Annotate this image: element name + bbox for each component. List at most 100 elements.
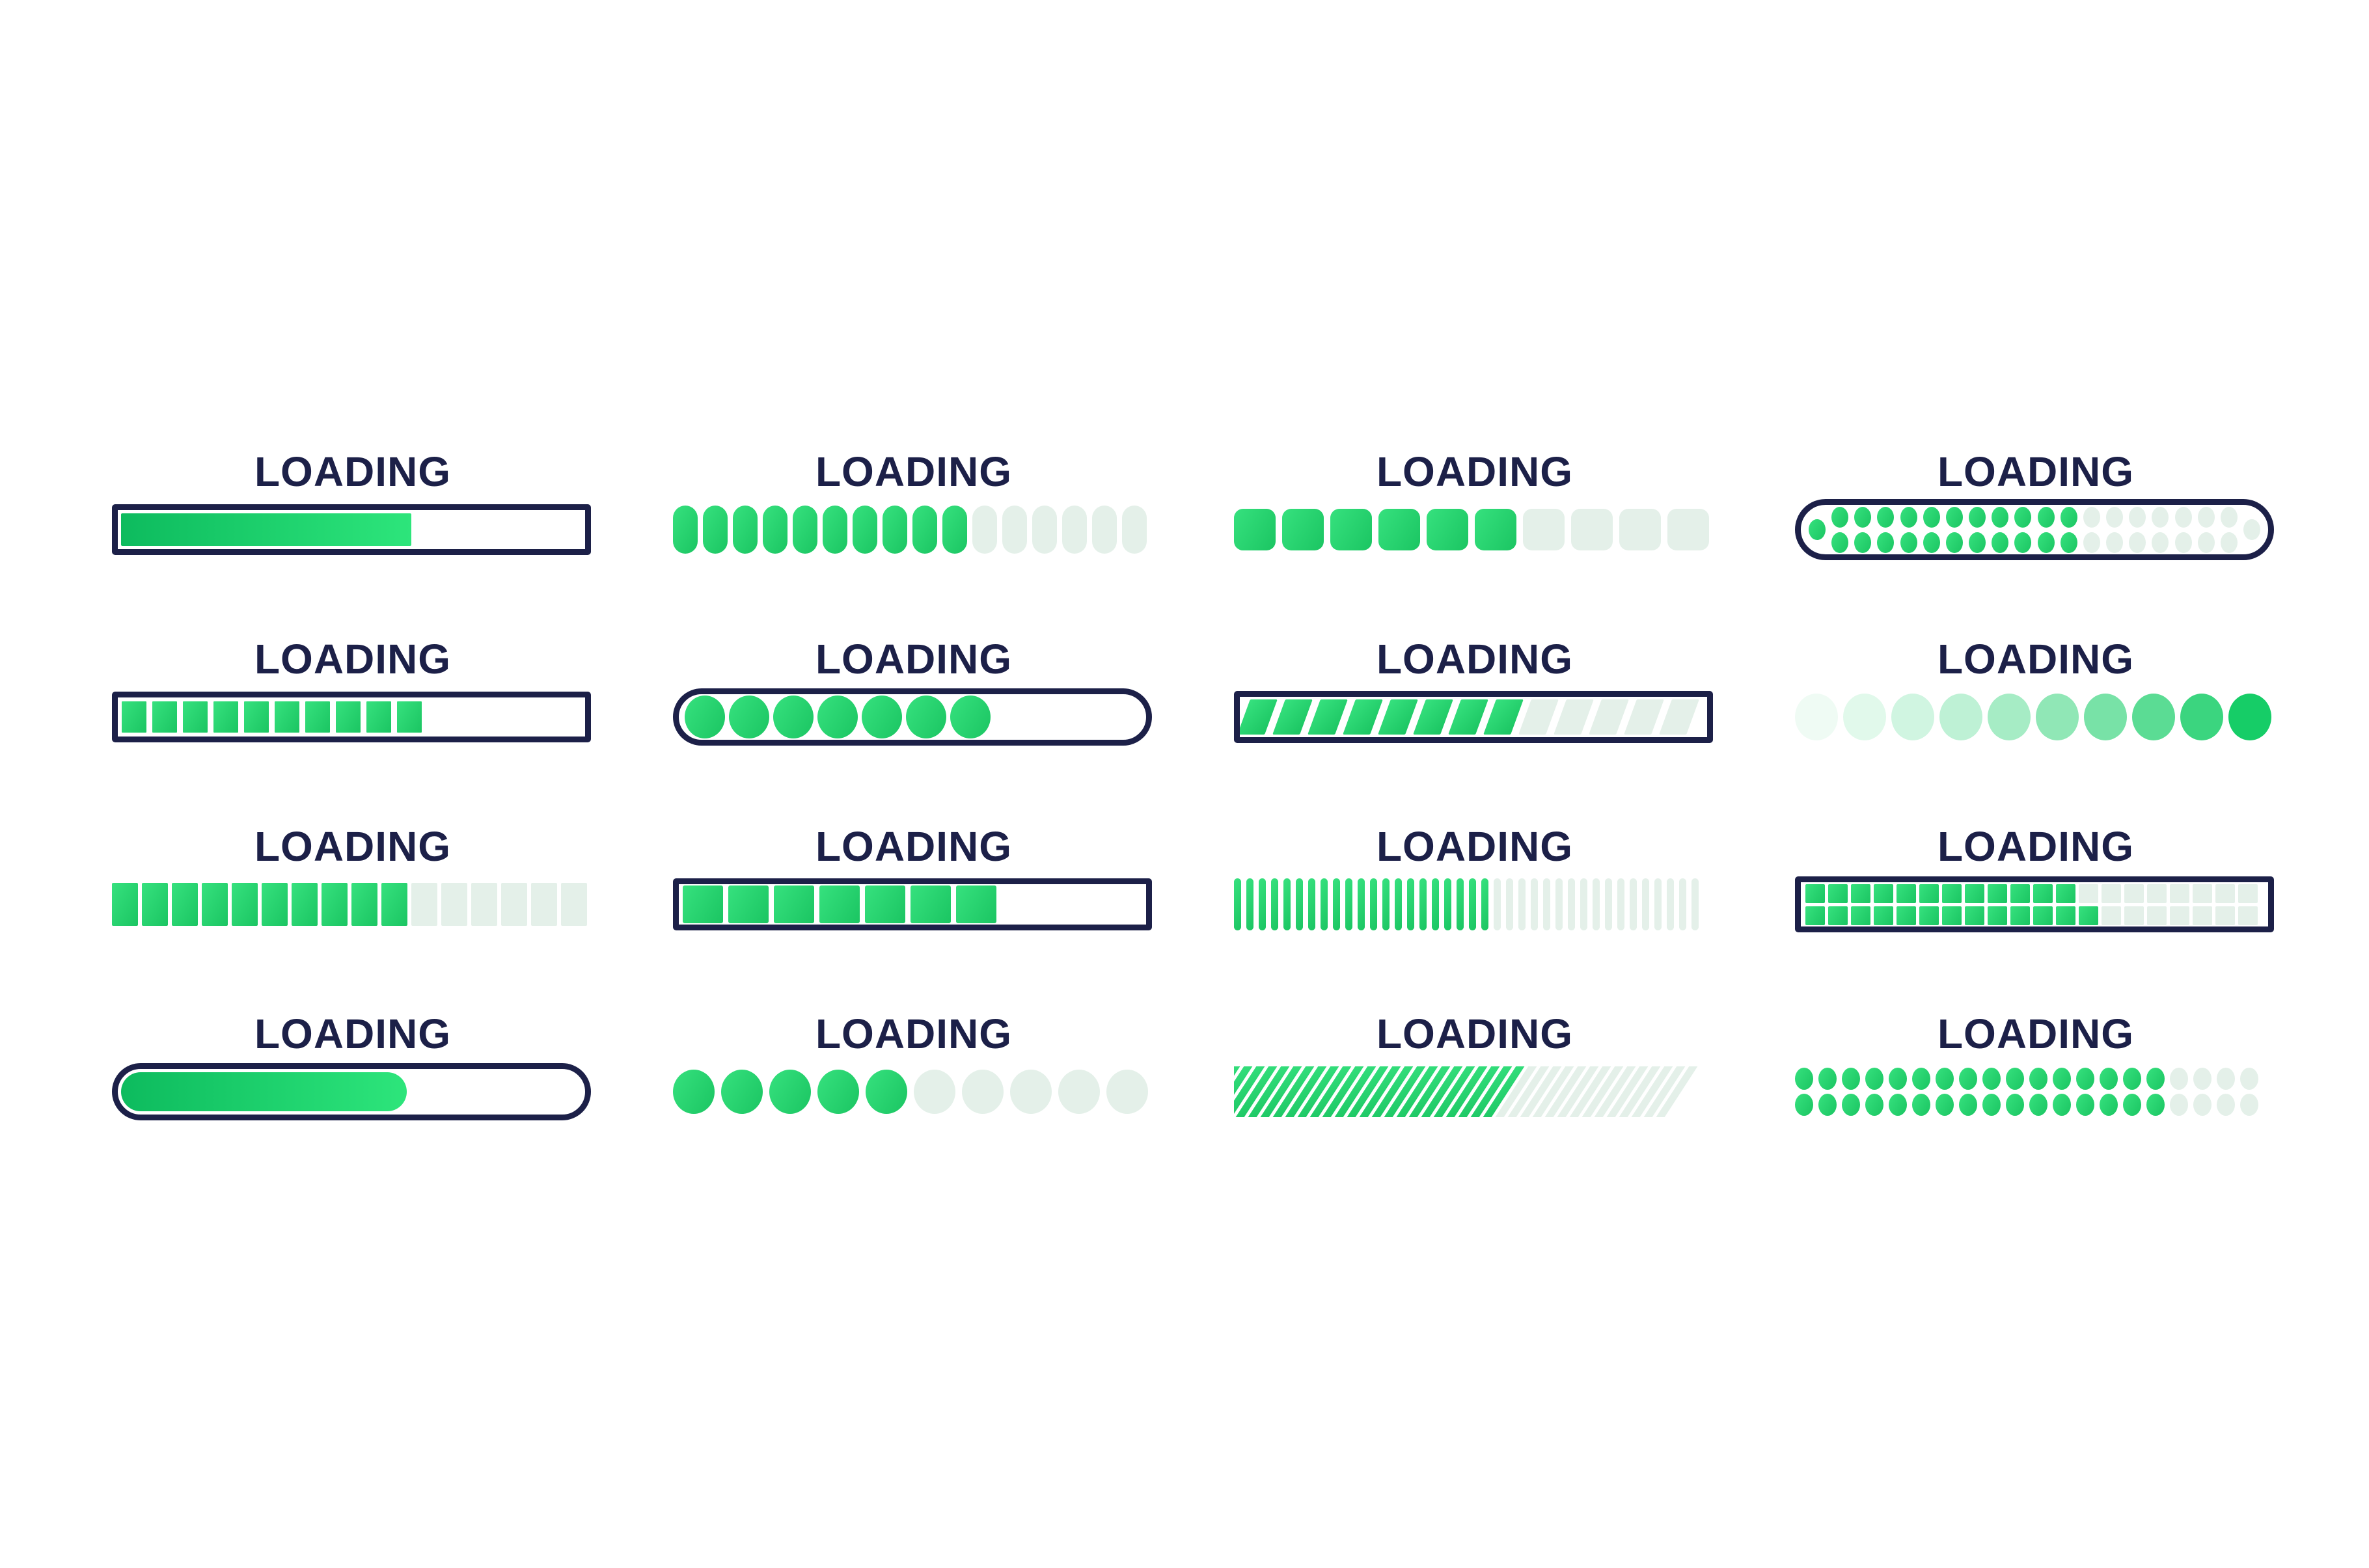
dot-column	[1923, 506, 1940, 553]
segment-filled	[1851, 906, 1870, 925]
segment-filled	[172, 883, 198, 926]
segment-filled	[942, 506, 967, 554]
loading-label: LOADING	[254, 1010, 452, 1057]
segment-filled	[1889, 1068, 1907, 1090]
segment-filled	[2029, 1094, 2047, 1116]
segment-empty	[2220, 532, 2238, 553]
segment-filled	[2010, 884, 2030, 903]
dot-matrix-pill-outlined-indicator	[1795, 497, 2277, 562]
segment-filled	[2060, 506, 2077, 528]
loading-label: LOADING	[1376, 636, 1574, 683]
segment-filled	[2056, 884, 2075, 903]
rounded-square-segments: LOADING	[1234, 449, 1716, 562]
dot-column	[1969, 506, 1986, 553]
segment-filled	[232, 883, 258, 926]
segment-empty	[2079, 884, 2098, 903]
segment-filled	[1969, 506, 1986, 528]
segment-filled	[1912, 1068, 1930, 1090]
segment-filled	[2033, 884, 2053, 903]
segment-empty	[1531, 878, 1538, 930]
dot-column	[2083, 506, 2100, 553]
segment-empty	[531, 883, 557, 926]
segment-filled	[366, 701, 391, 733]
diagonal-strokes-indicator	[1234, 1059, 1716, 1124]
segment-filled	[1321, 878, 1328, 930]
mini-square-grid-outlined-indicator	[1795, 872, 2277, 937]
segment-row	[1795, 1068, 2258, 1116]
segment-filled	[1942, 906, 1962, 925]
progress-track	[1795, 499, 2274, 560]
segment-empty	[972, 506, 997, 554]
segment-filled	[1407, 878, 1414, 930]
segment-filled	[2060, 532, 2077, 553]
loading-label: LOADING	[815, 823, 1013, 870]
segment-filled	[673, 1070, 715, 1114]
segment-row	[1234, 878, 1699, 930]
segment-empty	[2170, 906, 2189, 925]
segment-filled	[1988, 884, 2007, 903]
segment-filled	[866, 1070, 907, 1114]
thin-tick-bars-indicator	[1234, 872, 1716, 937]
segment-empty	[2240, 1094, 2258, 1116]
segment-filled	[1965, 884, 1984, 903]
segment-empty	[1605, 878, 1612, 930]
segment-empty	[561, 883, 587, 926]
segment-empty	[2217, 1094, 2235, 1116]
segment-filled	[1448, 699, 1488, 735]
segment-filled	[1234, 878, 1241, 930]
segment-row	[1234, 509, 1709, 550]
segment-empty	[2083, 506, 2100, 528]
segment-filled	[112, 883, 138, 926]
segment-filled	[2076, 1068, 2094, 1090]
loading-label: LOADING	[1937, 823, 2135, 870]
segment-filled	[1982, 1068, 2001, 1090]
segment-filled	[2006, 1094, 2024, 1116]
segment-filled	[853, 506, 877, 554]
segment-empty	[2170, 1068, 2188, 1090]
segment-empty	[2124, 884, 2144, 903]
dot-column	[2014, 506, 2032, 553]
fading-circles-indicator	[1795, 684, 2277, 750]
segment-filled	[1945, 506, 1963, 528]
segment-empty	[441, 883, 467, 926]
segment-filled	[1395, 878, 1402, 930]
progress-fill	[121, 513, 412, 546]
loading-label: LOADING	[254, 448, 452, 495]
segment-empty	[1543, 878, 1550, 930]
segment-filled	[1992, 506, 2009, 528]
segment-filled	[2123, 1068, 2141, 1090]
segment-filled	[733, 506, 758, 554]
big-square-bar-outlined: LOADING	[673, 824, 1155, 937]
fading-circle	[2084, 694, 2127, 740]
segment-filled	[1282, 509, 1324, 550]
loading-label: LOADING	[1937, 1010, 2135, 1057]
dot-column	[2106, 506, 2124, 553]
segment-filled	[911, 885, 951, 923]
segment-row	[673, 1070, 1148, 1114]
segment-filled	[202, 883, 228, 926]
segment-filled	[769, 1070, 811, 1114]
segmented-bar-outlined: LOADING	[112, 636, 594, 750]
segment-empty	[501, 883, 527, 926]
segment-filled	[1413, 699, 1453, 735]
loading-label: LOADING	[1376, 823, 1574, 870]
gradient-bar-outlined: LOADING	[112, 449, 594, 562]
segment-empty	[2152, 506, 2169, 528]
diagonal-strokes: LOADING	[1234, 1011, 1716, 1124]
segment-empty	[2215, 884, 2235, 903]
segment-empty	[1624, 699, 1664, 735]
segment-empty	[2215, 906, 2235, 925]
segment-filled	[683, 885, 723, 923]
segment-empty	[962, 1070, 1004, 1114]
segment-filled	[1382, 878, 1390, 930]
segment-empty	[1619, 509, 1661, 550]
segment-filled	[2079, 906, 2098, 925]
dot-column	[1900, 506, 1917, 553]
segment-empty	[2129, 532, 2146, 553]
segment-empty	[1667, 509, 1709, 550]
loading-label: LOADING	[1937, 448, 2135, 495]
progress-track	[1795, 876, 2274, 932]
segment-filled	[1805, 884, 1825, 903]
capsule-segments: LOADING	[673, 449, 1155, 562]
segment-filled	[1795, 1094, 1813, 1116]
